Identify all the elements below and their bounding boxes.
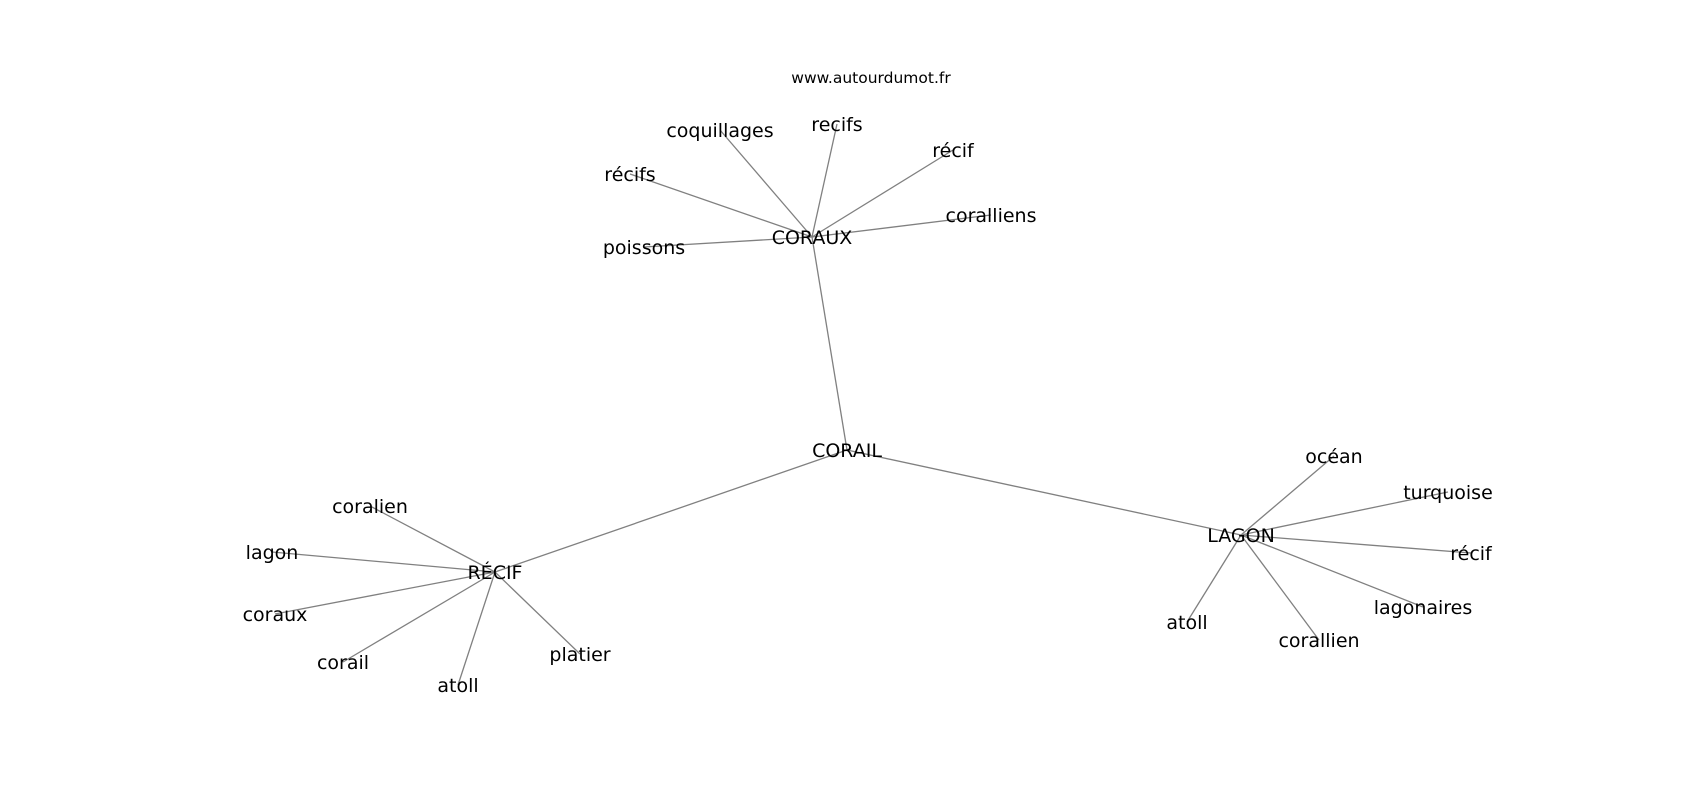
site-watermark: www.autourdumot.fr: [791, 69, 951, 87]
leaf-node-label: coquillages: [666, 120, 773, 142]
leaf-node-label: lagon: [246, 542, 299, 564]
cluster-node-label: RÉCIF: [467, 561, 522, 584]
cluster-to-leaf-edge: [271, 551, 496, 573]
cluster-to-leaf-edge: [811, 214, 992, 238]
leaf-node-label: coralliens: [946, 205, 1037, 227]
cluster-to-leaf-edge: [342, 571, 496, 663]
cluster-to-leaf-edge: [1240, 534, 1472, 554]
leaf-node-label: récif: [932, 140, 975, 162]
root-to-cluster-edge: [811, 236, 848, 451]
leaf-node-label: coraux: [243, 604, 308, 626]
cluster-to-leaf-edge: [274, 571, 496, 615]
leaf-node-label: poissons: [603, 237, 685, 259]
leaf-node-label: corail: [317, 652, 369, 674]
cluster-to-leaf-edge: [811, 123, 838, 238]
graph-labels: www.autourdumot.fr CORAIL CORAUX coquillag…: [243, 69, 1493, 697]
leaf-node-label: corallien: [1278, 630, 1359, 652]
root-to-cluster-edge: [494, 449, 848, 573]
cluster-to-leaf-edge: [811, 149, 954, 238]
cluster-node-label: CORAUX: [772, 227, 853, 249]
leaf-node-label: turquoise: [1403, 482, 1493, 504]
cluster-to-leaf-edge: [1186, 534, 1242, 623]
cluster-to-leaf-edge: [643, 236, 813, 248]
leaf-node-label: recifs: [811, 114, 862, 136]
leaf-node-label: lagonaires: [1374, 597, 1473, 619]
cluster-to-leaf-edge: [1240, 455, 1335, 536]
cluster-to-leaf-edge: [1240, 491, 1449, 536]
cluster-to-leaf-edge: [494, 571, 581, 655]
leaf-node-label: atoll: [437, 675, 478, 697]
cluster-to-leaf-edge: [629, 173, 813, 238]
leaf-node-label: récifs: [604, 164, 655, 186]
cluster-to-leaf-edge: [369, 505, 496, 573]
leaf-node-label: océan: [1305, 446, 1362, 468]
leaf-node-label: atoll: [1166, 612, 1207, 634]
cluster-to-leaf-edge: [457, 571, 496, 686]
cluster-node-label: LAGON: [1207, 525, 1275, 547]
leaf-node-label: platier: [549, 644, 610, 666]
leaf-node-label: coralien: [332, 496, 408, 518]
cluster-to-leaf-edge: [1240, 534, 1424, 608]
leaf-node-label: récif: [1450, 543, 1493, 565]
cluster-to-leaf-edge: [1240, 534, 1320, 641]
cluster-to-leaf-edge: [719, 129, 813, 238]
root-node-label: CORAIL: [812, 440, 882, 462]
graph-edges: [271, 123, 1472, 686]
root-to-cluster-edge: [846, 449, 1242, 536]
